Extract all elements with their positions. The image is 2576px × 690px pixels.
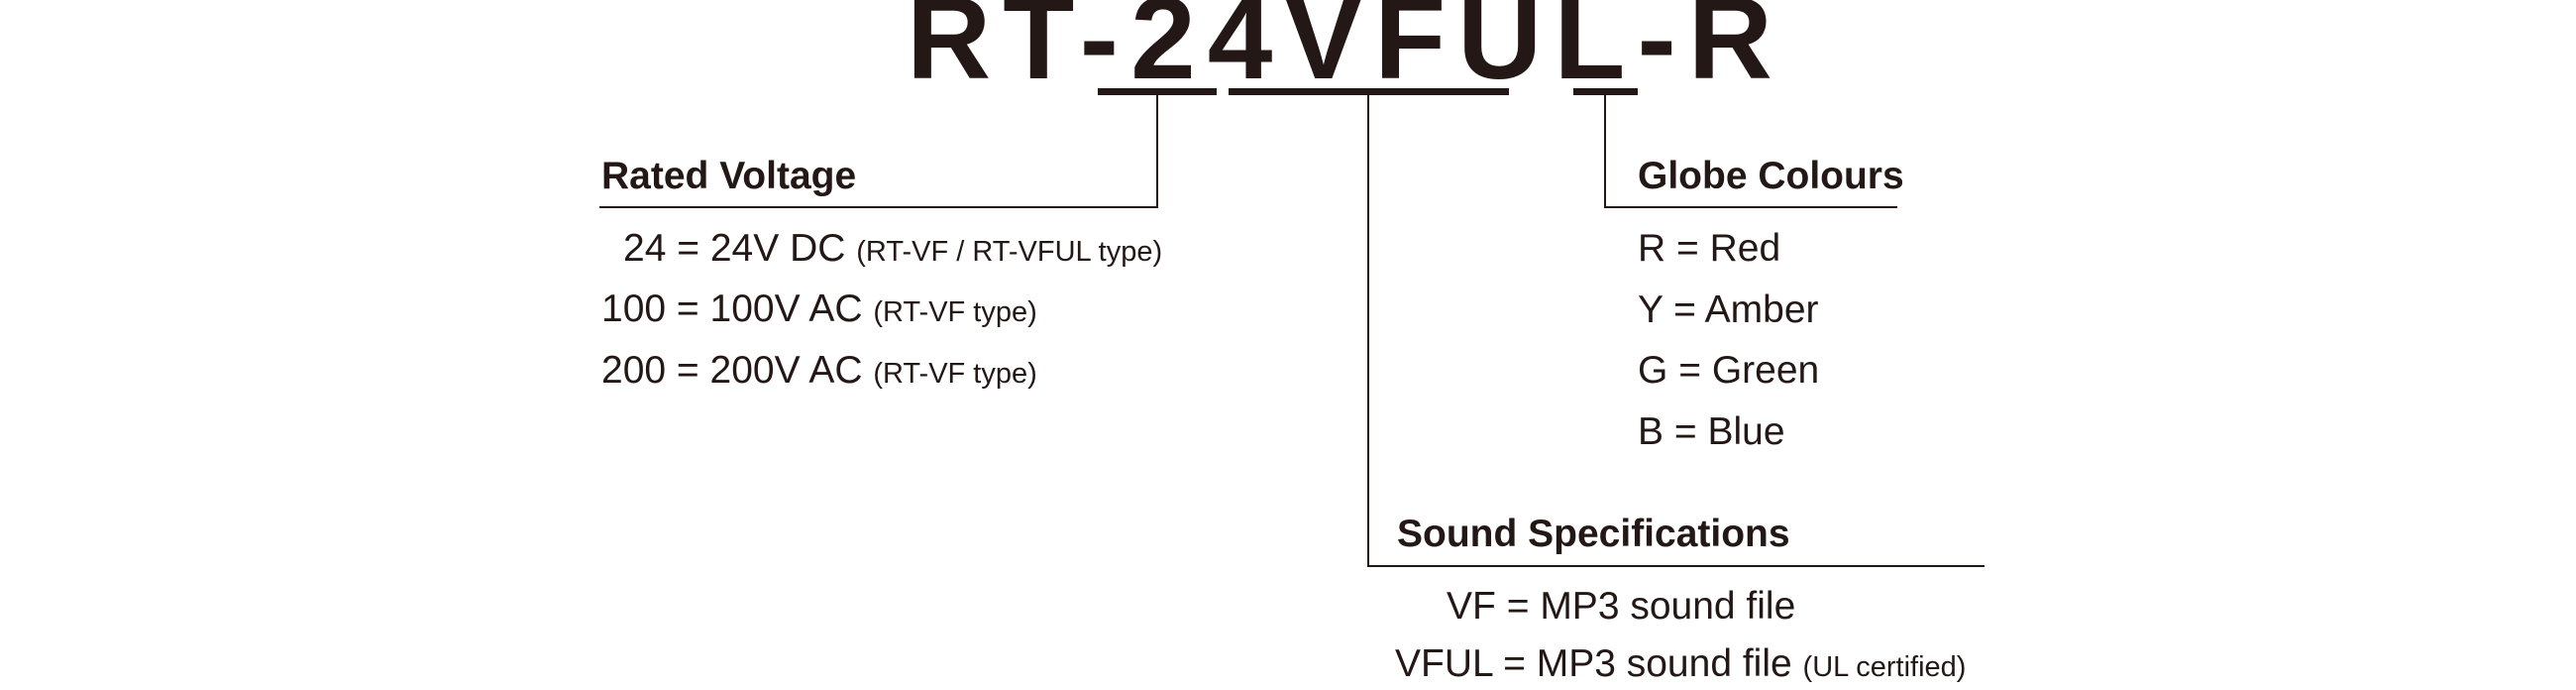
sound-option-vful: VFUL = MP3 sound file (UL certified) xyxy=(1395,641,1966,690)
sound-value: MP3 sound file xyxy=(1540,585,1796,628)
sound-code-underline xyxy=(1229,88,1509,95)
colour-connector-horizontal xyxy=(1604,206,1897,208)
voltage-value: 24V DC xyxy=(709,227,846,270)
voltage-option-200: 200 = 200V AC (RT-VF type) xyxy=(601,348,1037,397)
sound-specifications-title: Sound Specifications xyxy=(1397,513,1790,555)
sound-code: VFUL xyxy=(1395,642,1493,685)
equals-sign: = xyxy=(1673,288,1696,331)
sound-option-vf: VF = MP3 sound file xyxy=(1447,584,1795,630)
model-code: RT-24VFUL-R xyxy=(907,0,1784,97)
model-code-prefix: RT- xyxy=(907,0,1131,104)
model-code-dash: - xyxy=(1637,0,1688,104)
voltage-option-24: 24 = 24V DC (RT-VF / RT-VFUL type) xyxy=(623,226,1162,275)
voltage-connector-vertical xyxy=(1156,94,1158,208)
equals-sign: = xyxy=(677,227,700,270)
colour-code: B xyxy=(1638,410,1664,453)
sound-note: (UL certified) xyxy=(1802,651,1967,683)
voltage-code: 200 xyxy=(601,349,667,392)
equals-sign: = xyxy=(676,349,699,392)
sound-connector-vertical xyxy=(1367,94,1369,567)
equals-sign: = xyxy=(1673,410,1697,453)
sound-connector-horizontal xyxy=(1367,565,1985,567)
colour-option-amber: Y = Amber xyxy=(1638,288,1819,333)
colour-connector-vertical xyxy=(1604,94,1606,208)
colour-code-underline xyxy=(1573,88,1638,95)
voltage-note: (RT-VF / RT-VFUL type) xyxy=(856,236,1163,268)
colour-value: Amber xyxy=(1704,288,1819,331)
colour-value: Green xyxy=(1711,349,1820,392)
voltage-code: 24 xyxy=(623,227,667,270)
colour-option-blue: B = Blue xyxy=(1638,409,1785,455)
sound-code: VF xyxy=(1447,585,1496,628)
voltage-option-100: 100 = 100V AC (RT-VF type) xyxy=(601,287,1037,335)
voltage-value: 200V AC xyxy=(709,349,863,392)
colour-option-red: R = Red xyxy=(1638,226,1780,272)
voltage-note: (RT-VF type) xyxy=(873,358,1037,390)
equals-sign: = xyxy=(1506,585,1530,628)
model-code-sound: VFUL xyxy=(1284,0,1638,104)
voltage-code: 100 xyxy=(601,288,667,330)
sound-value: MP3 sound file xyxy=(1536,642,1792,685)
colour-code: G xyxy=(1638,349,1668,392)
voltage-note: (RT-VF type) xyxy=(873,296,1037,328)
equals-sign: = xyxy=(676,288,699,330)
equals-sign: = xyxy=(1678,349,1701,392)
colour-value: Blue xyxy=(1707,410,1785,453)
model-code-voltage: 24 xyxy=(1130,0,1285,104)
rated-voltage-title: Rated Voltage xyxy=(601,155,857,197)
model-code-colour: R xyxy=(1687,0,1784,104)
voltage-code-underline xyxy=(1098,88,1217,95)
equals-sign: = xyxy=(1676,227,1699,270)
colour-value: Red xyxy=(1709,227,1781,270)
voltage-value: 100V AC xyxy=(709,288,863,330)
globe-colours-title: Globe Colours xyxy=(1638,155,1904,197)
colour-code: R xyxy=(1638,227,1666,270)
equals-sign: = xyxy=(1503,642,1526,685)
colour-code: Y xyxy=(1638,288,1664,331)
colour-option-green: G = Green xyxy=(1638,348,1819,394)
voltage-connector-horizontal xyxy=(599,206,1158,208)
